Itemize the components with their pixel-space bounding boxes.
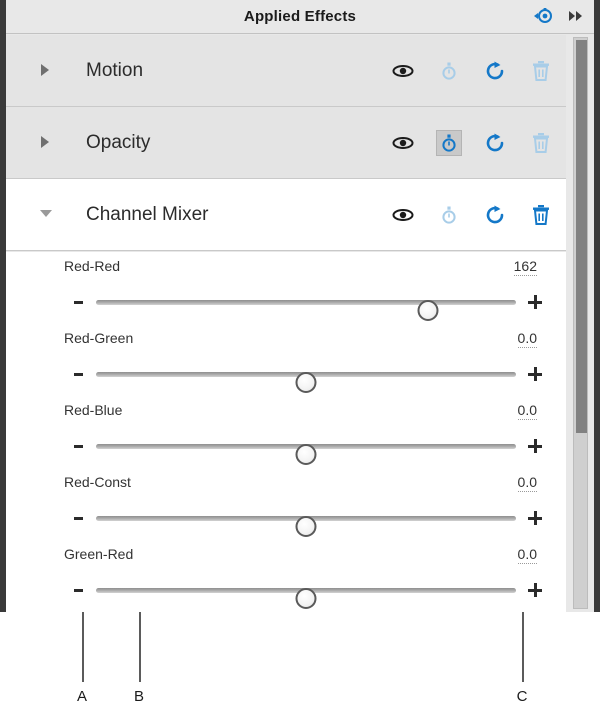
slider-thumb[interactable] [295, 372, 317, 393]
slider-thumb[interactable] [295, 444, 317, 465]
minus-icon[interactable] [74, 445, 83, 448]
trash-icon[interactable] [528, 130, 554, 156]
trash-icon[interactable] [528, 202, 554, 228]
stopwatch-icon[interactable] [436, 202, 462, 228]
slider-track[interactable] [96, 372, 516, 393]
slider-track[interactable] [96, 300, 516, 321]
slider-thumb[interactable] [295, 516, 317, 537]
callout-line-a [82, 612, 84, 682]
callout-line-b [139, 612, 141, 682]
slider-thumb[interactable] [417, 300, 439, 321]
eye-icon[interactable] [390, 202, 416, 228]
panel-right-border [594, 0, 600, 612]
callout-label-c: C [516, 688, 528, 705]
property-slider[interactable] [64, 364, 542, 393]
plus-icon[interactable] [528, 295, 542, 309]
triangle-down-icon[interactable] [38, 206, 56, 224]
property-row: Red-Blue 0.0 [6, 396, 566, 468]
panel-scrollbar[interactable] [566, 34, 594, 612]
slider-track[interactable] [96, 516, 516, 537]
property-row: Red-Const 0.0 [6, 468, 566, 540]
minus-icon[interactable] [74, 373, 83, 376]
effect-row-channel-mixer[interactable]: Channel Mixer [6, 179, 566, 251]
plus-icon[interactable] [528, 511, 542, 525]
plus-icon[interactable] [528, 367, 542, 381]
reset-icon[interactable] [482, 58, 508, 84]
effect-row-icons [390, 202, 554, 228]
titlebar-icon-group [532, 7, 584, 25]
property-value[interactable]: 162 [513, 258, 537, 276]
effect-row-icons [390, 129, 554, 156]
property-value[interactable]: 0.0 [517, 402, 537, 420]
property-row: Green-Red 0.0 [6, 540, 566, 612]
callout-line-c [522, 612, 524, 682]
property-label: Green-Red [64, 546, 134, 562]
minus-icon[interactable] [74, 589, 83, 592]
eye-icon[interactable] [390, 130, 416, 156]
scrollbar-thumb[interactable] [576, 40, 587, 434]
stopwatch-icon[interactable] [436, 129, 462, 156]
panel-left-border [0, 0, 6, 612]
property-slider[interactable] [64, 580, 542, 609]
effect-row-icons [390, 58, 554, 84]
reset-icon[interactable] [482, 202, 508, 228]
annotation-callouts: A B C [0, 612, 600, 717]
callout-label-a: A [76, 688, 88, 705]
property-label: Red-Red [64, 258, 121, 274]
effect-name-label: Channel Mixer [86, 203, 209, 225]
plus-icon[interactable] [528, 583, 542, 597]
property-value[interactable]: 0.0 [517, 330, 537, 348]
panel-titlebar: Applied Effects [6, 0, 594, 34]
property-value[interactable]: 0.0 [517, 546, 537, 564]
effect-name-label: Motion [86, 59, 144, 81]
triangle-right-icon[interactable] [38, 134, 56, 152]
keyframe-navigator-icon[interactable] [532, 7, 556, 25]
applied-effects-panel: Applied Effects [0, 0, 600, 612]
property-label: Red-Const [64, 474, 131, 490]
minus-icon[interactable] [74, 301, 83, 304]
property-row: Red-Green 0.0 [6, 324, 566, 396]
trash-icon[interactable] [528, 58, 554, 84]
effect-row-motion[interactable]: Motion [6, 35, 566, 107]
property-slider[interactable] [64, 436, 542, 465]
slider-thumb[interactable] [295, 588, 317, 609]
property-row: Red-Red 162 [6, 252, 566, 324]
panel-menu-icon[interactable] [568, 9, 584, 23]
triangle-right-icon[interactable] [38, 62, 56, 80]
scrollbar-track[interactable] [573, 37, 588, 609]
eye-icon[interactable] [390, 58, 416, 84]
callout-label-b: B [133, 688, 145, 705]
property-label: Red-Green [64, 330, 134, 346]
minus-icon[interactable] [74, 517, 83, 520]
property-value[interactable]: 0.0 [517, 474, 537, 492]
plus-icon[interactable] [528, 439, 542, 453]
property-slider[interactable] [64, 508, 542, 537]
effect-name-label: Opacity [86, 131, 151, 153]
effect-properties-list: Red-Red 162 Red-Green 0.0 [6, 252, 566, 612]
property-slider[interactable] [64, 292, 542, 321]
panel-title: Applied Effects [243, 8, 357, 25]
property-label: Red-Blue [64, 402, 123, 418]
slider-track[interactable] [96, 444, 516, 465]
effect-row-opacity[interactable]: Opacity [6, 107, 566, 179]
reset-icon[interactable] [482, 130, 508, 156]
slider-track[interactable] [96, 588, 516, 609]
stopwatch-icon[interactable] [436, 58, 462, 84]
